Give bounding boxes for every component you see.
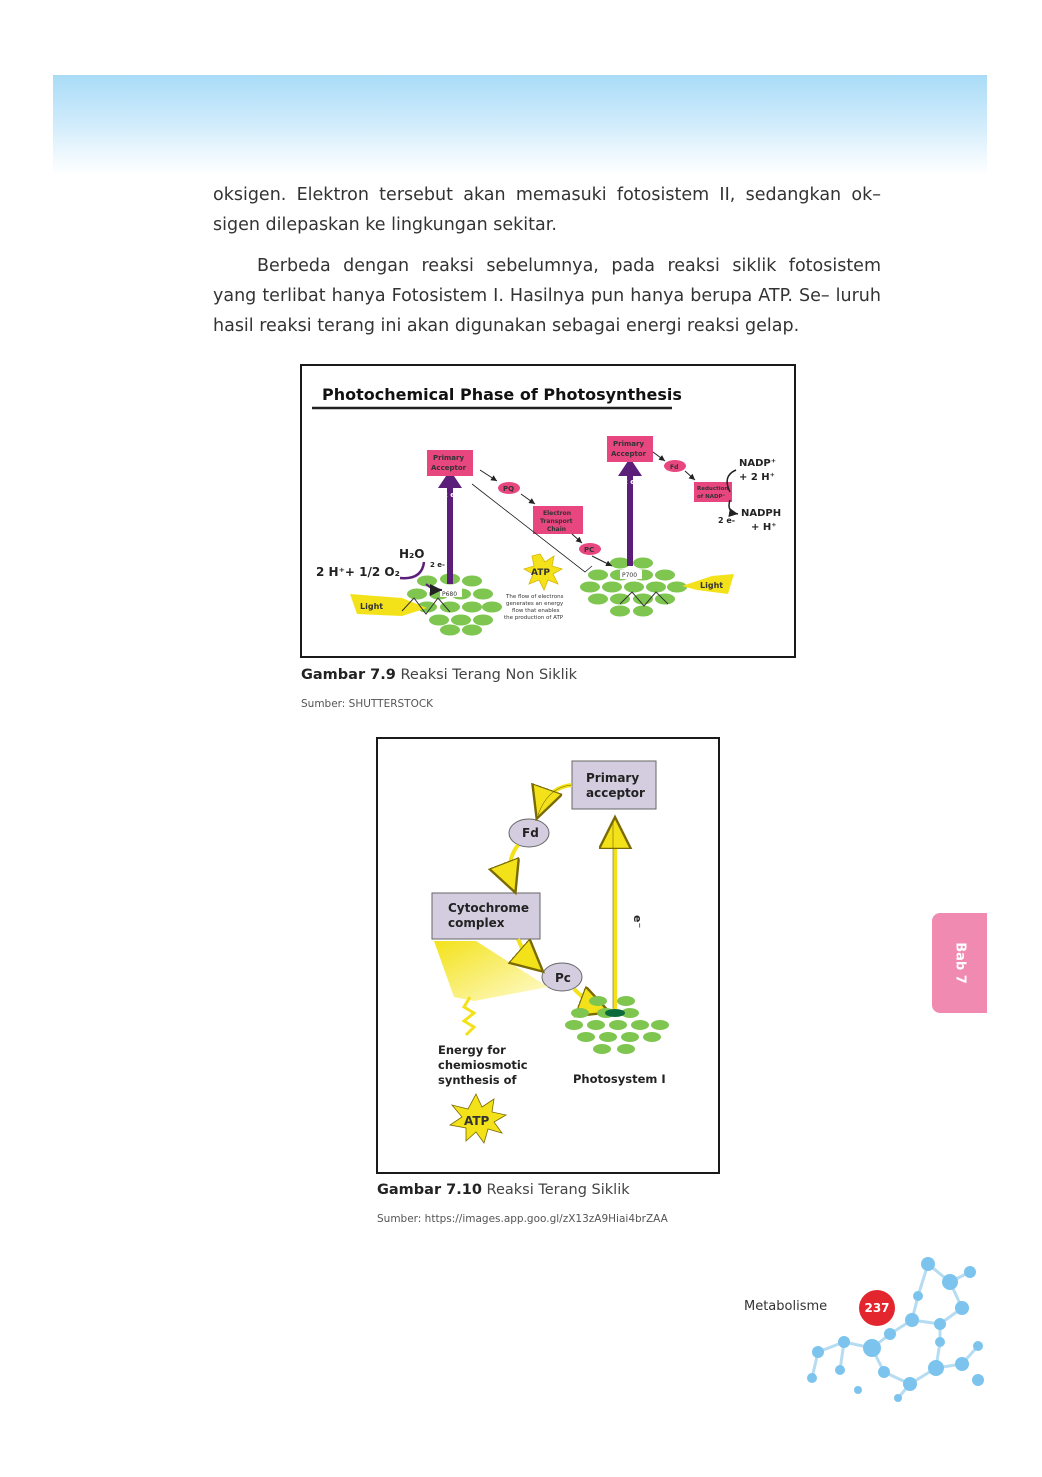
energy-line1: Energy for [438, 1043, 506, 1057]
p680-label: P680 [442, 591, 457, 598]
etc-line2: Transport [540, 518, 573, 525]
arrow-to-p700 [592, 556, 612, 566]
arrow-fd-to-cytochrome [510, 845, 518, 889]
figure-non-cyclic: Photochemical Phase of Photosynthesis Li… [300, 364, 796, 658]
reductase-line1: Reduction [697, 486, 728, 492]
fd-label: Fd [670, 464, 678, 471]
arrow-cytochrome-to-pc [518, 939, 540, 969]
primary-acceptor-2-line2: Acceptor [611, 450, 647, 458]
paragraph-1: oksigen. Elektron tersebut akan memasuki… [213, 180, 881, 240]
flow-note-line3: flow that enables [512, 608, 560, 614]
plus-h-label: + H⁺ [751, 522, 777, 533]
energy-beam [434, 941, 548, 1001]
two-e-label-psii: 2 e- [443, 491, 458, 499]
atp-label-fig2: ATP [464, 1114, 490, 1128]
light-label-left: Light [360, 602, 383, 611]
figure1-source: Sumber: SHUTTERSTOCK [301, 698, 433, 710]
water-split-label: 2 H⁺+ 1/2 O₂ [316, 565, 400, 579]
primary-acceptor-box [572, 761, 656, 809]
arrow-to-etc [521, 494, 535, 504]
figure1-number: Gambar 7.9 [301, 667, 396, 683]
primary-acceptor-2-line1: Primary [613, 440, 644, 448]
two-e-label-water: 2 e- [430, 561, 445, 569]
plus-2h-label: + 2 H⁺ [739, 472, 775, 483]
nadph-out-arrow [729, 500, 738, 514]
cytochrome-line1: Cytochrome [448, 901, 529, 915]
pq-label: PQ [503, 485, 514, 493]
figure2-number: Gambar 7.10 [377, 1182, 482, 1198]
photosystem-ii-discs [407, 574, 502, 636]
non-cyclic-diagram: Photochemical Phase of Photosynthesis Li… [302, 366, 794, 656]
chapter-tab: Bab 7 [932, 913, 987, 1013]
paragraph-2: Berbeda dengan reaksi sebelumnya, pada r… [213, 251, 881, 341]
arrow-to-pc [572, 534, 582, 543]
two-e-label-psi: 2 e- [623, 478, 638, 486]
electron-label: e⁻ [631, 915, 644, 928]
figure2-caption: Gambar 7.10 Reaksi Terang Siklik [377, 1182, 630, 1198]
figure-cyclic: Primary acceptor Fd Cytochrome complex P… [376, 737, 720, 1174]
two-e-label-nadp: 2 e- [718, 516, 735, 525]
etc-line1: Electron [543, 510, 571, 517]
figure2-caption-text: Reaksi Terang Siklik [487, 1182, 630, 1198]
figure1-caption-text: Reaksi Terang Non Siklik [400, 667, 577, 683]
figure2-source: Sumber: https://images.app.goo.gl/zX13zA… [377, 1213, 668, 1225]
h2o-label: H₂O [399, 547, 425, 561]
page-number-badge: 237 [859, 1290, 895, 1326]
photosystem-label: Photosystem I [573, 1072, 666, 1086]
molecule-decoration [800, 1250, 988, 1402]
cytochrome-line2: complex [448, 916, 505, 930]
nadp-plus-label: NADP⁺ [739, 458, 776, 469]
arrow-to-fd [653, 452, 665, 461]
flow-note-line4: the production of ATP [504, 615, 564, 621]
energy-line3: synthesis of [438, 1073, 518, 1087]
etc-line3: Chain [547, 526, 566, 533]
atp-label-fig1: ATP [531, 568, 550, 578]
arrow-acceptor-to-fd [538, 785, 572, 815]
flow-note-line2: generates an energy [506, 601, 564, 607]
arrow-to-reductase [685, 471, 695, 480]
water-split-arrow [400, 562, 424, 578]
energy-line2: chemiosmotic [438, 1058, 528, 1072]
primary-acceptor-1-line1: Primary [433, 454, 464, 462]
photosystem-i-discs [580, 558, 687, 617]
header-band [53, 75, 987, 175]
figure1-title: Photochemical Phase of Photosynthesis [322, 385, 682, 404]
chapter-tab-label: Bab 7 [952, 942, 967, 984]
primary-acceptor-line2: acceptor [586, 786, 645, 800]
primary-acceptor-1-line2: Acceptor [431, 464, 467, 472]
pc-label: Pc [555, 971, 571, 985]
flow-note-line1: The flow of electrons [505, 594, 564, 600]
reaction-center [605, 1009, 625, 1017]
energy-zigzag [464, 997, 474, 1035]
nadph-label: NADPH [741, 508, 781, 519]
figure1-caption: Gambar 7.9 Reaksi Terang Non Siklik [301, 667, 577, 683]
pc-label: PC [584, 546, 594, 554]
cyclic-diagram: Primary acceptor Fd Cytochrome complex P… [378, 739, 718, 1172]
primary-acceptor-line1: Primary [586, 771, 639, 785]
light-label-right: Light [700, 581, 723, 590]
arrow-to-pq [480, 470, 497, 481]
reductase-line2: of NADP⁺ [697, 493, 726, 500]
p700-label: P700 [622, 572, 637, 579]
fd-label: Fd [522, 826, 539, 840]
